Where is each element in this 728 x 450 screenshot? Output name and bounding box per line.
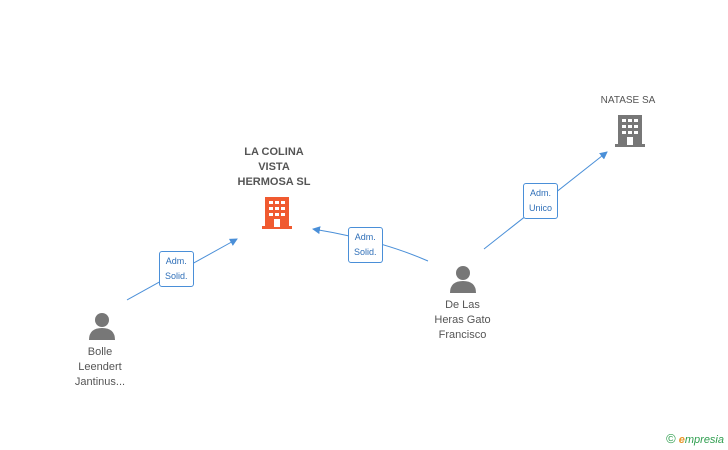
bolle-name[interactable]: Bolle Leendert Jantinus... xyxy=(55,345,145,390)
edge-label-line: Adm. xyxy=(530,188,552,198)
building-icon[interactable] xyxy=(614,113,646,149)
bolle-name-line-2: Leendert xyxy=(78,361,122,373)
edge-label-line: Adm. xyxy=(165,256,187,266)
natase-name[interactable]: NATASE SA xyxy=(600,95,656,106)
brand-name: mpresia xyxy=(684,434,724,446)
de-las-heras-name[interactable]: De Las Heras Gato Francisco xyxy=(415,298,510,343)
bolle-name-line-1: Bolle xyxy=(87,346,113,358)
edge-label-line: Solid. xyxy=(354,247,377,257)
main-company-name-line-1: LA COLINA xyxy=(244,146,304,158)
building-icon[interactable] xyxy=(261,195,293,231)
edge-label-line: Unico xyxy=(529,203,553,213)
edge-label-line: Solid. xyxy=(165,271,188,281)
edge-label-bolle-role[interactable]: Adm. Solid. xyxy=(159,251,194,287)
bolle-name-line-3: Jantinus... xyxy=(74,376,126,388)
main-company-name-line-3: HERMOSA SL xyxy=(237,176,311,188)
brand-logo: ©empresia xyxy=(666,431,724,446)
de-las-heras-name-line-2: Heras Gato xyxy=(434,314,491,326)
main-company-name[interactable]: LA COLINA VISTA HERMOSA SL xyxy=(224,145,324,190)
edge-label-heras-main-role[interactable]: Adm. Solid. xyxy=(348,227,383,263)
edge-label-heras-natase-role[interactable]: Adm. Unico xyxy=(523,183,559,219)
main-company-name-line-2: VISTA xyxy=(258,161,290,173)
edge-label-line: Adm. xyxy=(354,232,376,242)
person-icon[interactable] xyxy=(448,264,478,294)
brand-initial: e xyxy=(678,434,685,446)
de-las-heras-name-line-3: Francisco xyxy=(438,329,487,341)
copyright-icon: © xyxy=(666,431,676,446)
person-icon[interactable] xyxy=(87,311,117,341)
de-las-heras-name-line-1: De Las xyxy=(445,299,480,311)
